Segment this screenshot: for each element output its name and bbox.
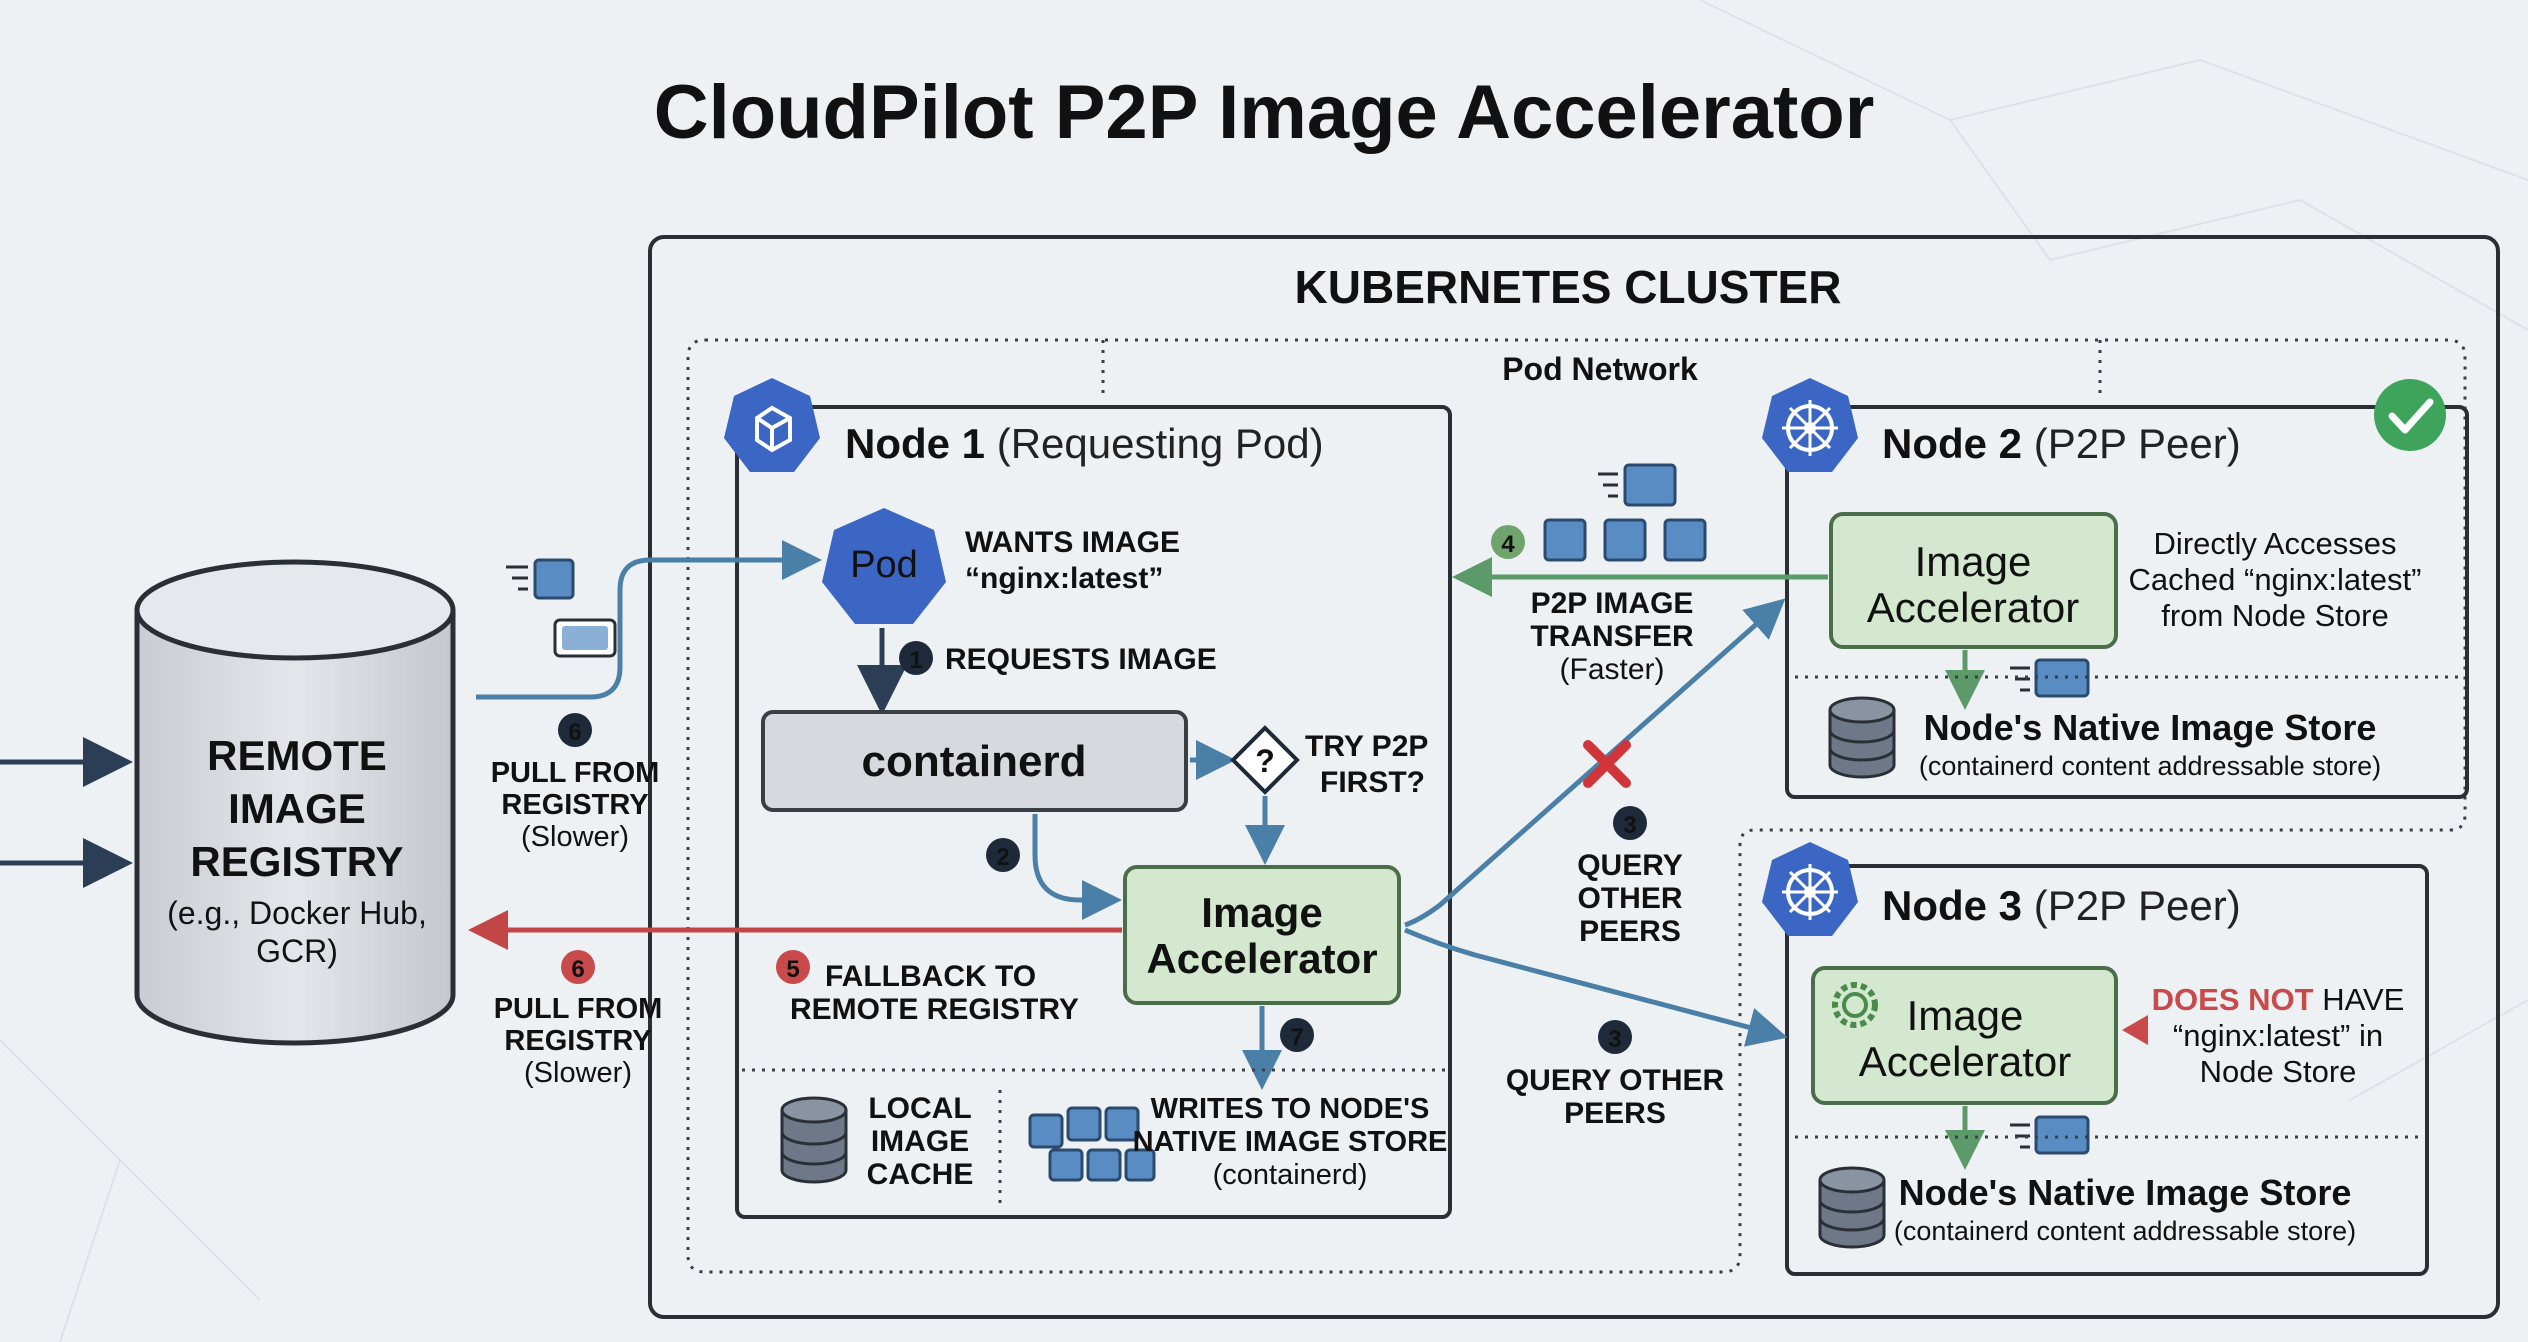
page-title: CloudPilot P2P Image Accelerator — [654, 70, 1875, 155]
remote-registry-cylinder — [134, 559, 456, 1046]
svg-text:Pod: Pod — [850, 544, 918, 586]
registry-sublabel: (e.g., Docker Hub,GCR) — [167, 895, 427, 969]
svg-text:2: 2 — [996, 844, 1009, 871]
node3-image-accelerator — [1811, 966, 2118, 1105]
node2-database-icon — [1828, 696, 1896, 779]
node2-image-accelerator — [1829, 512, 2118, 649]
gear-icon — [1832, 982, 1878, 1028]
arrow-query-node3 — [1404, 927, 1788, 1047]
p2p-image-layers-icon — [1543, 463, 1707, 562]
svg-text:4: 4 — [1501, 531, 1515, 558]
node3-box — [1785, 864, 2429, 1276]
step3-lower-badge — [1598, 1020, 1632, 1054]
node3-store-title: Node's Native Image Store — [1899, 1172, 2352, 1213]
cluster-label: KUBERNETES CLUSTER — [1295, 261, 1842, 313]
kubernetes-cluster-box — [648, 235, 2500, 1319]
svg-text:6: 6 — [568, 719, 581, 746]
pod-network-boundary — [686, 338, 2467, 1274]
cube-icon — [724, 378, 820, 472]
step7-badge — [1280, 1018, 1314, 1052]
decision-question-icon: ? — [1230, 725, 1300, 795]
node3-transfer-icon — [2010, 1115, 2090, 1155]
containerd-label: containerd — [862, 737, 1087, 786]
node1-box — [735, 405, 1452, 1219]
svg-text:1: 1 — [909, 647, 922, 674]
image-layers-icon — [1028, 1106, 1156, 1182]
step6-bottom-badge — [561, 950, 595, 984]
step6-top-badge — [558, 713, 592, 747]
pod-network-label: Pod Network — [1502, 351, 1698, 387]
svg-text:6: 6 — [571, 956, 584, 983]
node2-title: Node 2 (P2P Peer) — [1882, 420, 2241, 467]
arrow-query-node2 — [1404, 598, 1786, 928]
node3-store-sub: (containerd content addressable store) — [1894, 1216, 2356, 1246]
check-icon — [2374, 379, 2446, 451]
wants-image-label: WANTS IMAGE“nginx:latest” — [965, 526, 1180, 595]
node2-box — [1785, 405, 2469, 799]
step3-upper-badge — [1613, 806, 1647, 840]
node3-database-icon — [1818, 1166, 1886, 1249]
node1-title: Node 1 (Requesting Pod) — [845, 420, 1324, 467]
image-transfer-icon — [506, 558, 617, 658]
step2-badge — [986, 838, 1020, 872]
database-icon — [780, 1096, 848, 1184]
failed-x-icon — [1583, 740, 1631, 788]
node2-store-sub: (containerd content addressable store) — [1919, 751, 2381, 781]
step4-badge — [1491, 525, 1525, 559]
node3-kubernetes-wheel-icon — [1762, 842, 1858, 936]
containerd-box — [761, 710, 1188, 812]
step1-label: REQUESTS IMAGE — [945, 643, 1217, 676]
kubernetes-wheel-icon — [1762, 378, 1858, 472]
node3-title: Node 3 (P2P Peer) — [1882, 882, 2241, 929]
step1-badge — [899, 641, 933, 675]
svg-text:3: 3 — [1608, 1026, 1621, 1053]
node1-image-accelerator — [1123, 865, 1401, 1005]
node3-pointer-icon — [2122, 1015, 2148, 1045]
node2-store-title: Node's Native Image Store — [1924, 707, 2377, 748]
svg-text:3: 3 — [1623, 812, 1636, 839]
step5-badge — [776, 950, 810, 984]
arrow-pull-from-registry — [476, 540, 822, 700]
pod-icon: Pod — [822, 508, 946, 624]
svg-text:7: 7 — [1290, 1024, 1303, 1051]
arrow-step2 — [1032, 814, 1122, 920]
svg-text:5: 5 — [786, 956, 799, 983]
svg-text:?: ? — [1255, 743, 1275, 779]
